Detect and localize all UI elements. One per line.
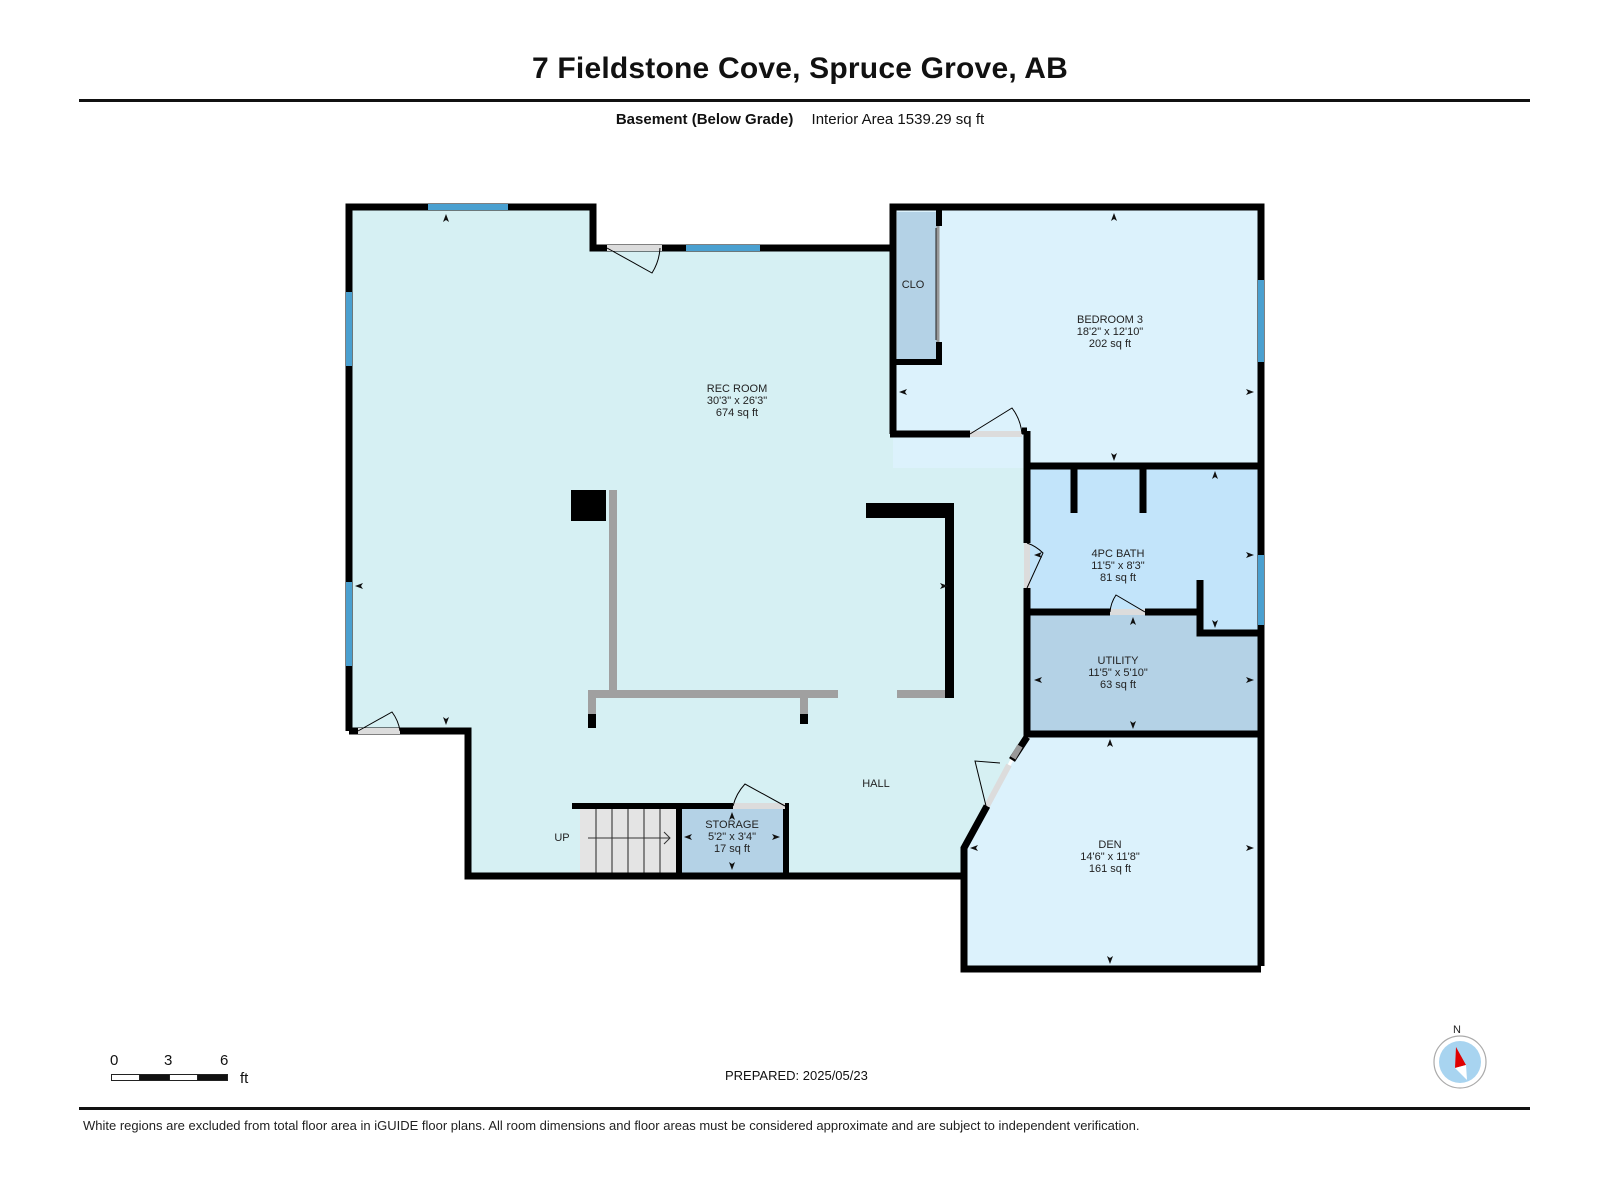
- scale-unit: ft: [240, 1070, 249, 1087]
- compass-north-label: N: [1453, 1024, 1461, 1036]
- interior-wall-posts: [571, 490, 954, 728]
- stair-treads: [595, 809, 661, 873]
- closet-fill: [897, 212, 937, 360]
- rec-room-hall-fill: [350, 210, 1027, 873]
- doors: [357, 245, 1146, 811]
- scale-tick: 6: [220, 1052, 229, 1069]
- disclaimer-text: White regions are excluded from total fl…: [83, 1118, 1140, 1133]
- windows: [346, 204, 1264, 666]
- hall-label: HALL: [862, 778, 890, 790]
- window: [686, 245, 760, 251]
- footer-divider: [79, 1107, 1530, 1110]
- window: [428, 204, 508, 210]
- scale-tick: 0: [110, 1052, 119, 1069]
- page-title: 7 Fieldstone Cove, Spruce Grove, AB: [531, 52, 1069, 85]
- scale-tick: 3: [164, 1052, 173, 1069]
- storage-fill: [682, 809, 783, 873]
- interior-walls: [588, 490, 945, 716]
- storage-walls: [572, 803, 789, 876]
- scale-bar: 0 3 6 ft: [110, 1052, 270, 1092]
- scale-segment: [139, 1074, 170, 1081]
- window: [346, 292, 352, 366]
- stairs-up-arrow-icon: [588, 831, 671, 845]
- stairs-up-label: UP: [554, 832, 569, 844]
- header-divider: [79, 99, 1530, 102]
- den-fill: [967, 737, 1258, 966]
- floor-subtitle: Basement (Below Grade) Interior Area 153…: [0, 111, 1600, 128]
- compass-icon: N: [1432, 1020, 1492, 1090]
- scale-segment: [111, 1074, 140, 1081]
- window: [346, 582, 352, 666]
- bedroom-3-fill: [893, 210, 1258, 468]
- window: [1258, 555, 1264, 625]
- closet-walls: [893, 207, 942, 365]
- closet-label: CLO: [902, 279, 925, 291]
- scale-segment: [197, 1074, 228, 1081]
- scale-segment: [169, 1074, 198, 1081]
- interior-area-label: Interior Area 1539.29 sq ft: [811, 111, 985, 128]
- prepared-date: PREPARED: 2025/05/23: [725, 1068, 868, 1083]
- window: [1258, 280, 1264, 362]
- floor-level-label: Basement (Below Grade): [615, 111, 794, 128]
- utility-fill: [1030, 612, 1258, 733]
- dimension-markers: [355, 213, 1254, 964]
